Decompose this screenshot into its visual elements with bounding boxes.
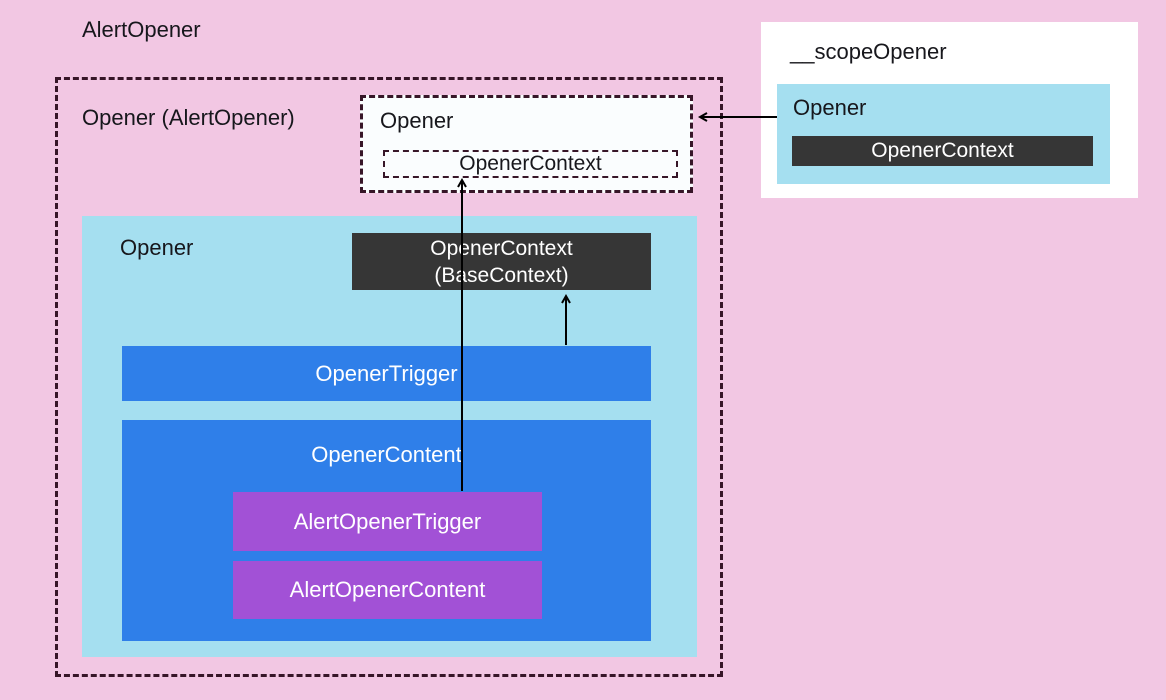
base-context-box: OpenerContext (BaseContext) [352, 233, 651, 290]
provider-box-label: Opener [380, 108, 454, 133]
opener-content-box: OpenerContent AlertOpenerTrigger AlertOp… [122, 420, 651, 641]
scope-panel-context-box: OpenerContext [792, 136, 1093, 166]
scope-panel-title: __scopeOpener [790, 39, 947, 64]
provider-context-box: OpenerContext [383, 150, 678, 178]
scope-panel-opener-box: Opener OpenerContext [777, 84, 1110, 184]
scope-panel-opener-label: Opener [793, 95, 867, 120]
root-component-label: AlertOpener [82, 17, 201, 42]
opener-trigger-bar: OpenerTrigger [122, 346, 651, 401]
opener-container-label: Opener [120, 235, 194, 260]
provider-dashed-box: Opener OpenerContext [360, 95, 693, 193]
scope-panel: __scopeOpener Opener OpenerContext [761, 22, 1138, 198]
opener-container-box: Opener OpenerContext (BaseContext) Opene… [82, 216, 697, 657]
alert-opener-trigger-bar: AlertOpenerTrigger [233, 492, 542, 551]
alert-opener-content-bar: AlertOpenerContent [233, 561, 542, 619]
opener-content-label: OpenerContent [311, 442, 462, 467]
scope-dashed-box [55, 77, 723, 677]
base-context-line2: (BaseContext) [434, 264, 569, 287]
base-context-line1: OpenerContext [430, 237, 573, 260]
scope-box-label: Opener (AlertOpener) [82, 105, 295, 130]
